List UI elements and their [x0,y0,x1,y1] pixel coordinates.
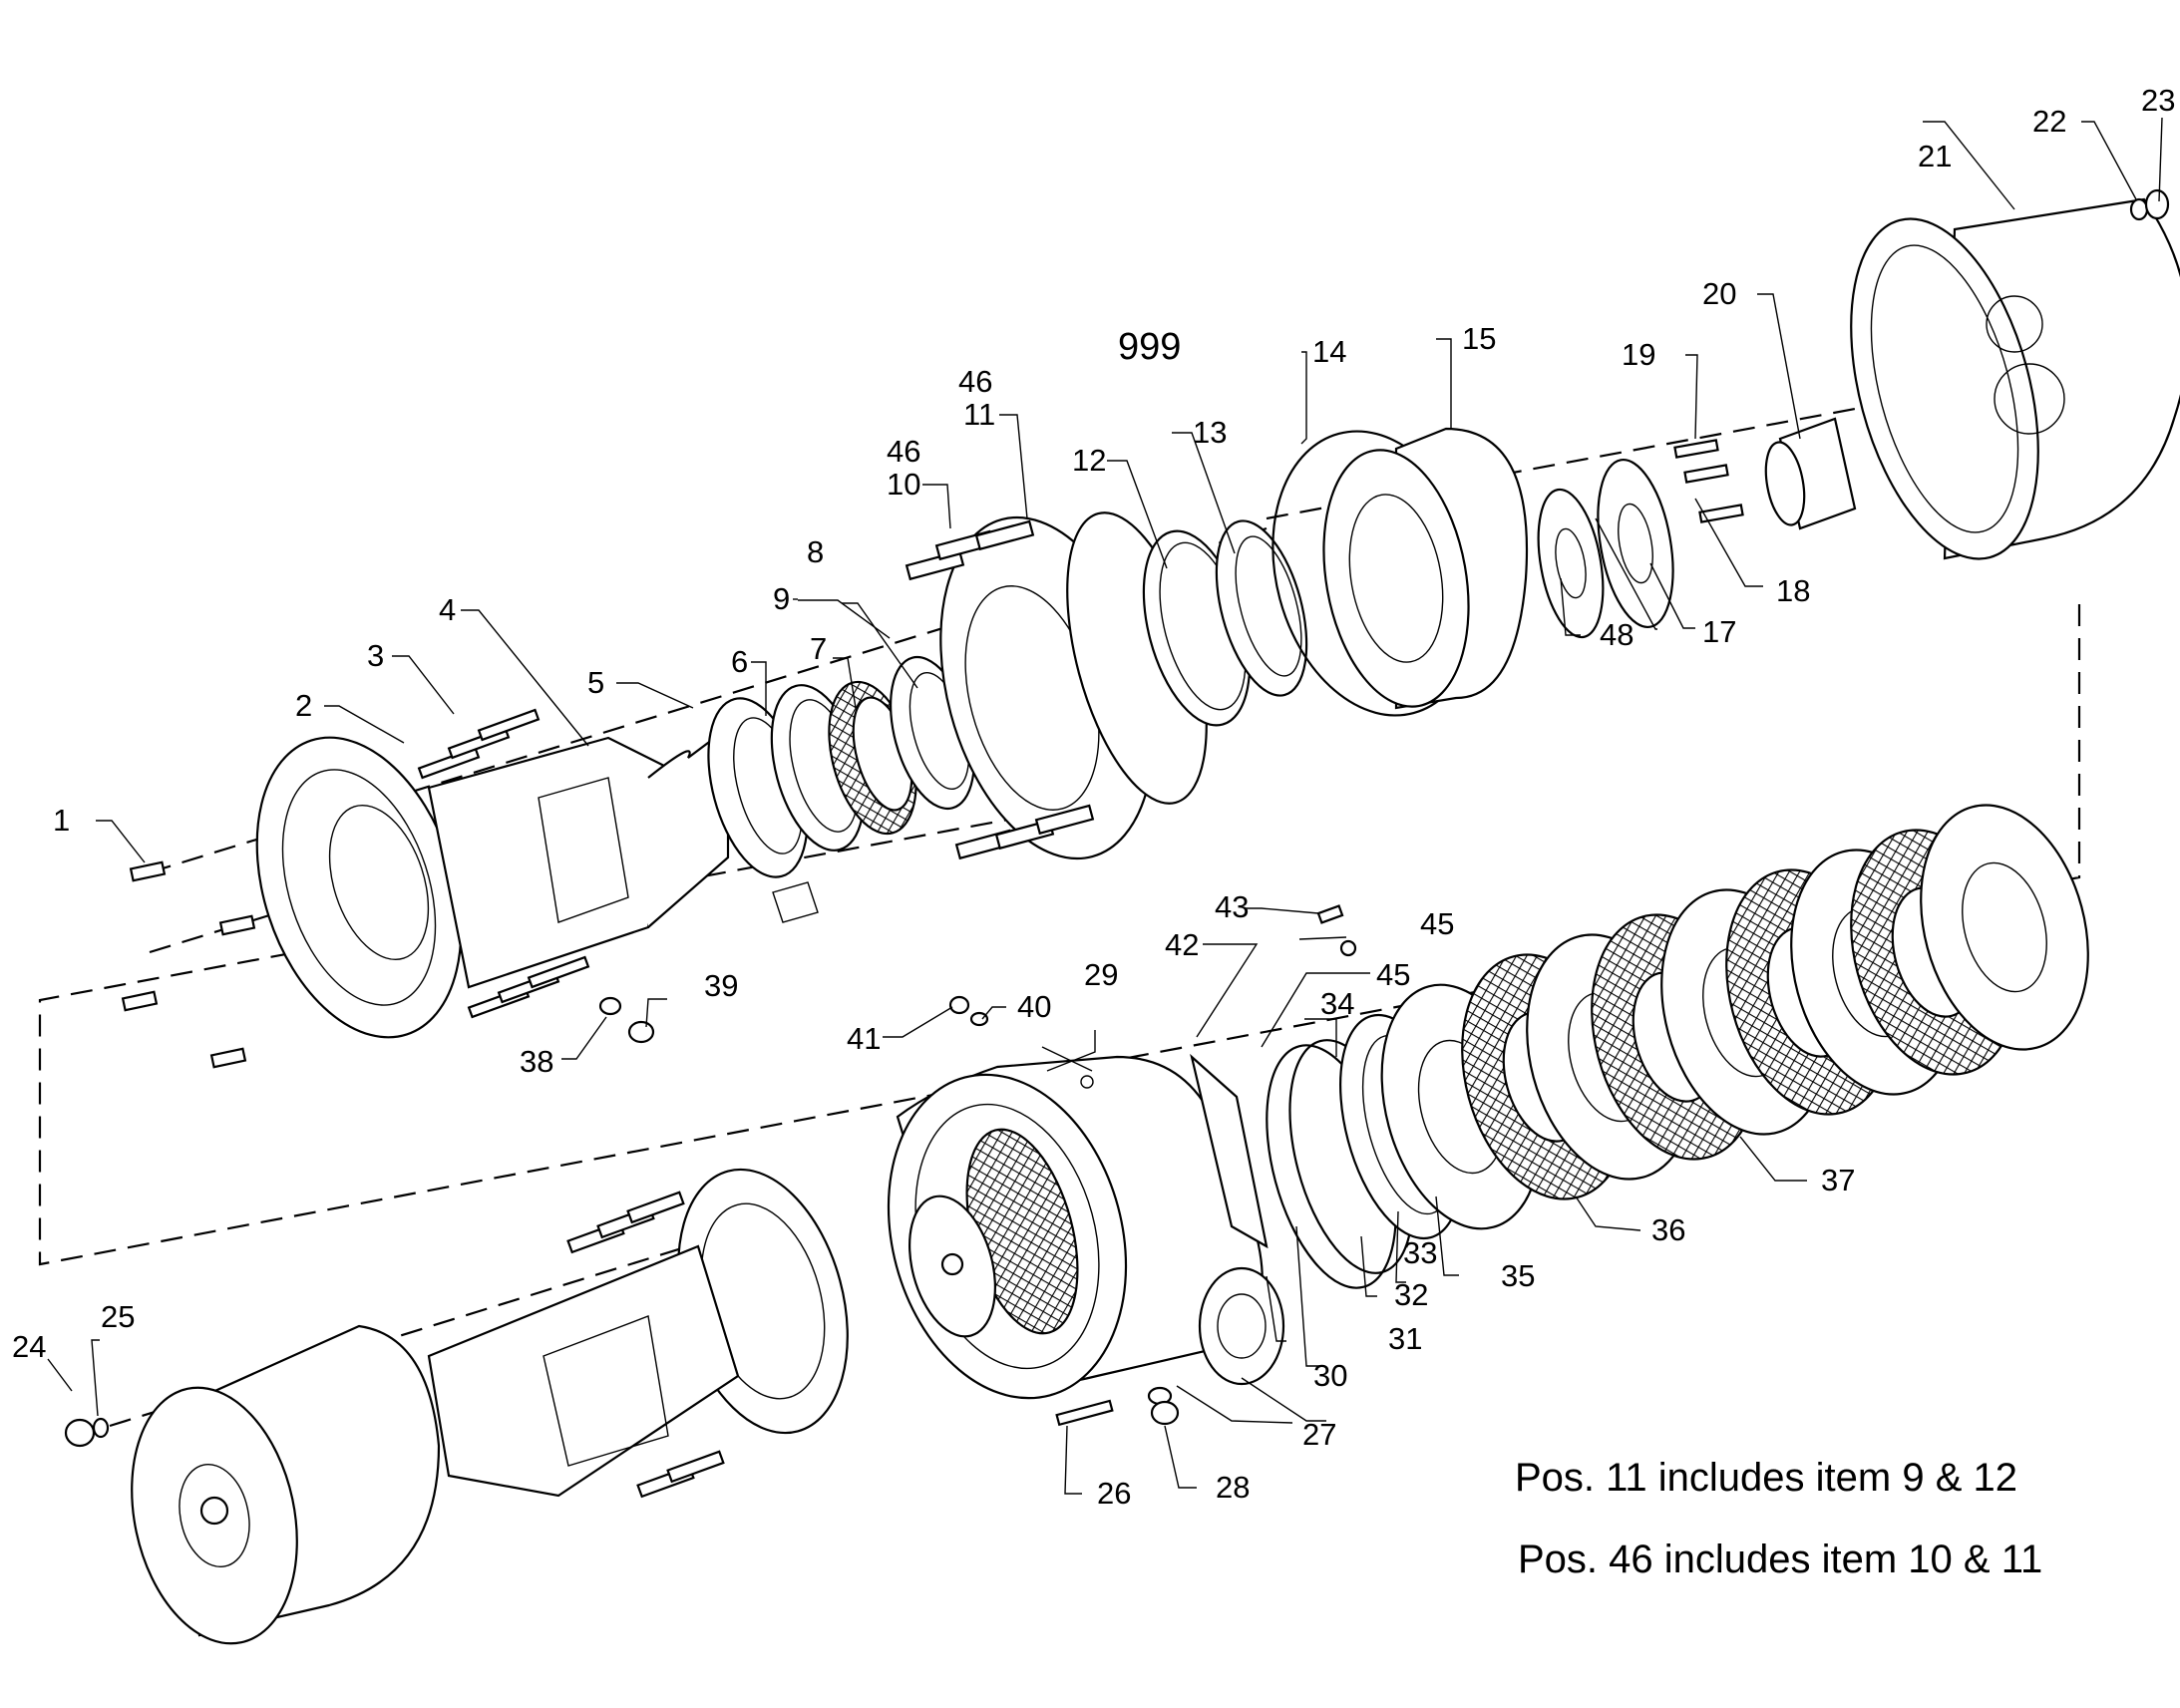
callout-33: 33 [1403,1235,1437,1270]
callout-39: 39 [704,968,738,1003]
callout-8: 8 [807,534,824,569]
callout-35: 35 [1501,1258,1535,1293]
callout-12: 12 [1072,443,1106,478]
callout-32: 32 [1394,1277,1428,1312]
callout-46-b: 46 [958,364,992,399]
callout-34: 34 [1320,986,1354,1021]
callout-41: 41 [847,1021,881,1056]
diagram-title: 999 [1118,326,1181,368]
leader-lines [47,117,2163,1495]
callout-31: 31 [1388,1321,1422,1356]
callout-15: 15 [1462,321,1496,356]
callout-37: 37 [1821,1163,1855,1197]
callout-14: 14 [1312,334,1346,369]
callout-48: 48 [1600,617,1634,652]
callout-27: 27 [1302,1417,1336,1452]
callout-6: 6 [731,644,748,679]
lower-assembly [64,804,2089,1645]
callout-42: 42 [1165,927,1199,962]
callout-43: 43 [1215,889,1249,924]
callout-38: 38 [520,1044,553,1079]
disc-pack [1380,804,2089,1230]
callout-11: 11 [963,397,995,432]
callout-4: 4 [439,592,456,627]
callout-45-b: 45 [1376,957,1410,992]
callout-30: 30 [1313,1358,1347,1393]
callout-36: 36 [1651,1212,1685,1247]
callout-17: 17 [1702,614,1736,649]
note-pos-46: Pos. 46 includes item 10 & 11 [1518,1537,2043,1581]
callout-29: 29 [1084,957,1118,992]
callout-13: 13 [1193,415,1227,450]
upper-assembly [121,188,2180,1069]
callout-10: 10 [887,467,920,502]
callout-28: 28 [1216,1470,1250,1505]
callout-23: 23 [2141,83,2175,118]
callout-9: 9 [773,581,790,616]
callout-45-a: 45 [1420,906,1454,941]
callout-24: 24 [12,1329,46,1364]
callout-21: 21 [1918,139,1952,173]
callout-3: 3 [367,638,384,673]
callout-1: 1 [53,803,70,838]
callout-22: 22 [2032,104,2066,139]
callout-25: 25 [101,1299,135,1334]
callout-18: 18 [1776,573,1810,608]
callout-40: 40 [1017,989,1051,1024]
callout-7: 7 [810,631,827,666]
callout-5: 5 [587,665,604,700]
callout-26: 26 [1097,1476,1131,1511]
callout-2: 2 [295,688,312,723]
callout-labels: 1 2 3 4 5 6 7 8 9 10 46 11 46 12 13 14 1… [12,83,2175,1511]
callout-20: 20 [1702,276,1736,311]
note-pos-11: Pos. 11 includes item 9 & 12 [1515,1456,2017,1500]
callout-46-a: 46 [887,434,920,469]
callout-19: 19 [1622,337,1655,372]
